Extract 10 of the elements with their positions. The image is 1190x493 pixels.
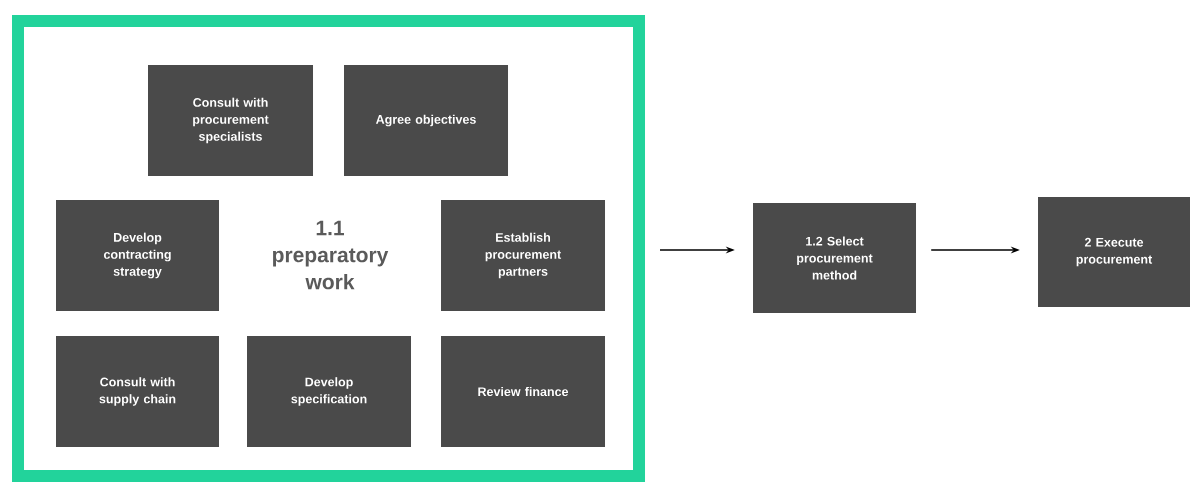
group-heading: 1.1 preparatory work [273, 220, 389, 290]
process-box: 1.2 Select procurement method [753, 203, 916, 313]
process-box: Consult with procurement specialists [148, 65, 313, 176]
process-box: Establish procurement partners [441, 200, 605, 311]
process-box: Agree objectives [344, 65, 508, 176]
process-box: Review finance [441, 336, 605, 447]
process-box: 2 Execute procurement [1038, 197, 1190, 307]
process-box: Develop specification [247, 336, 411, 447]
process-box: Develop contracting strategy [56, 200, 219, 311]
process-box: Consult with supply chain [56, 336, 219, 447]
